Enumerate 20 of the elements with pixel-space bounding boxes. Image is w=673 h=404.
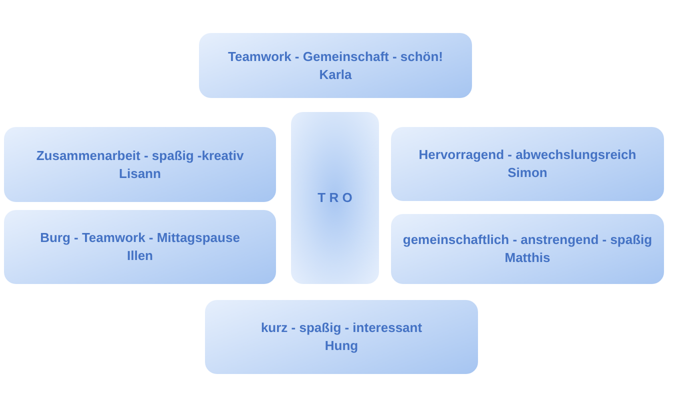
name-text: Lisann xyxy=(118,164,162,182)
keywords-text: Teamwork - Gemeinschaft - schön! xyxy=(226,48,444,66)
center-label: T R O xyxy=(316,189,354,207)
keywords-text: Zusammenarbeit - spaßig -kreativ xyxy=(35,146,245,164)
keywords-text: gemeinschaftlich - anstrengend - spaßig xyxy=(402,231,654,249)
keywords-text: Burg - Teamwork - Mittagspause xyxy=(39,229,241,247)
rounded-box xyxy=(4,210,276,284)
name-text: Simon xyxy=(506,164,548,182)
rounded-box xyxy=(199,33,472,98)
rounded-box xyxy=(205,300,478,374)
rounded-box xyxy=(391,127,664,201)
name-text: Matthis xyxy=(504,249,552,267)
name-text: Illen xyxy=(126,247,154,265)
keywords-text: kurz - spaßig - interessant xyxy=(260,319,424,337)
center-panel xyxy=(291,112,379,284)
keywords-text: Hervorragend - abwechslungsreich xyxy=(418,146,638,164)
name-text: Karla xyxy=(318,66,353,84)
rounded-box xyxy=(4,127,276,202)
name-text: Hung xyxy=(324,337,360,355)
rounded-box xyxy=(391,214,664,284)
